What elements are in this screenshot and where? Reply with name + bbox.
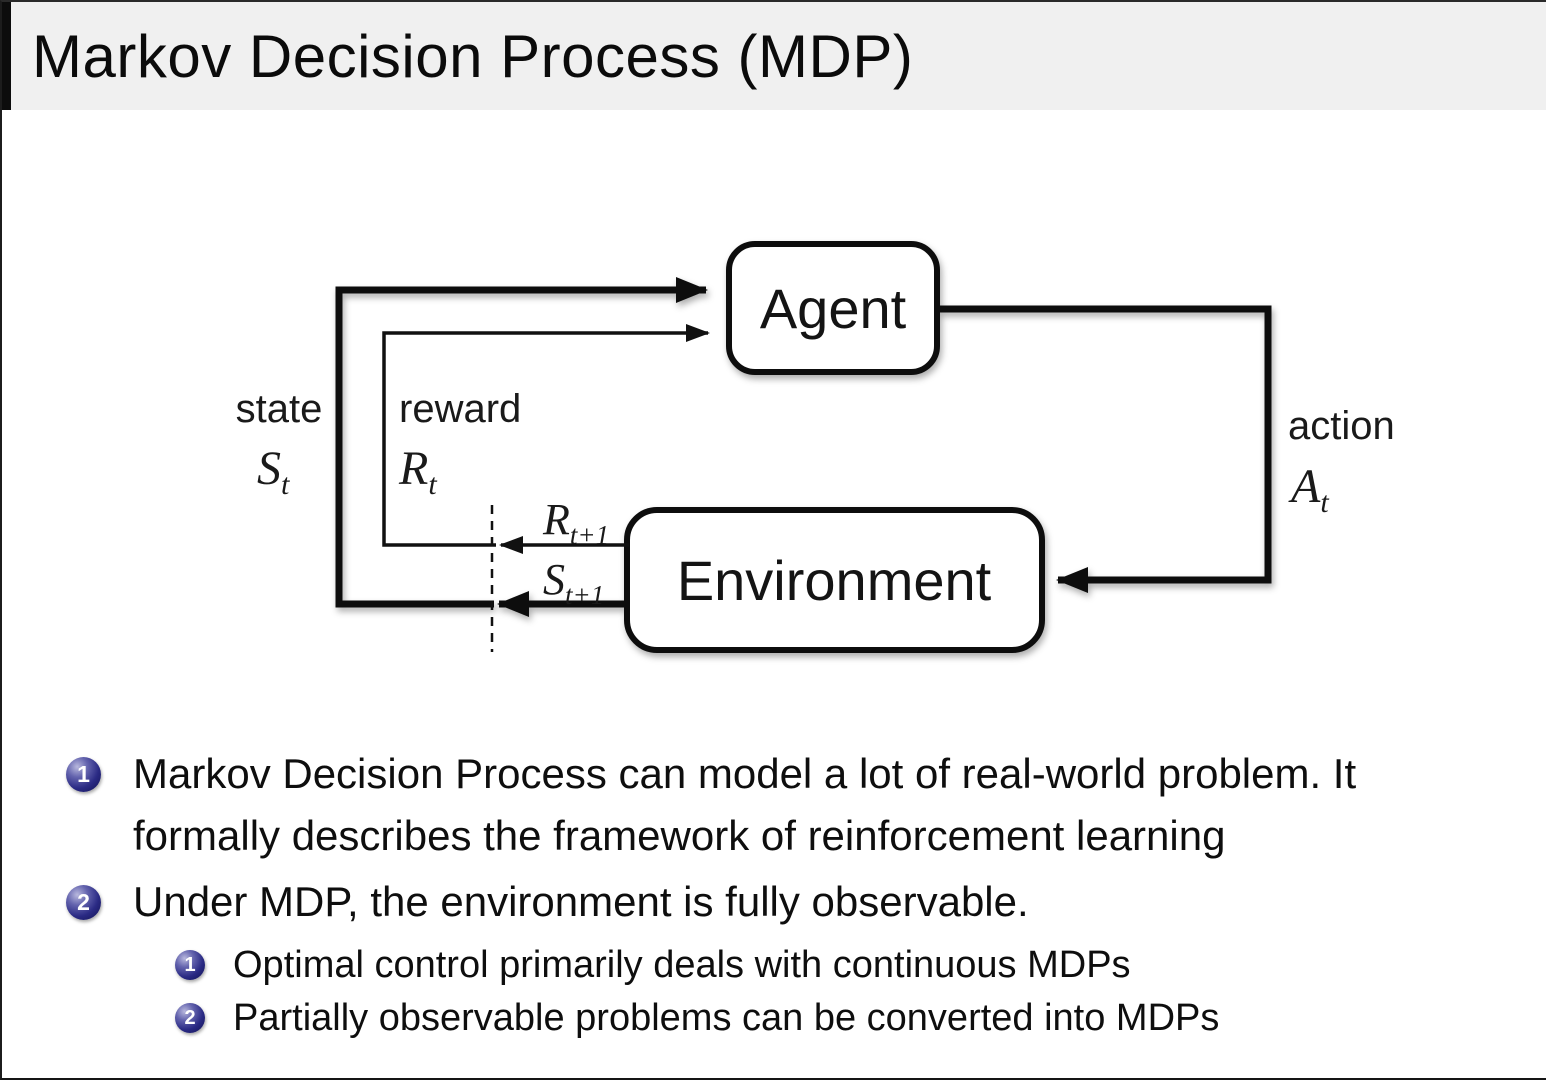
bullet-2-badge: 2 [66, 885, 101, 920]
next-state-symbol: St+1 [543, 555, 604, 610]
reward-label: reward [399, 387, 521, 431]
bullet-1-badge: 1 [66, 757, 101, 792]
action-symbol: At [1288, 460, 1329, 519]
sub-bullet-1-text: Optimal control primarily deals with con… [233, 944, 1131, 986]
slide-title: Markov Decision Process (MDP) [32, 22, 914, 90]
action-label: action [1288, 404, 1395, 448]
bullet-1-text: Markov Decision Process can model a lot … [133, 750, 1357, 859]
bullet-1: 1 Markov Decision Process can model a lo… [66, 743, 1505, 867]
state-symbol: St [257, 442, 290, 501]
sub-bullet-1: 1 Optimal control primarily deals with c… [175, 939, 1131, 992]
agent-label: Agent [760, 277, 907, 340]
bullet-2-text: Under MDP, the environment is fully obse… [133, 878, 1029, 925]
reward-symbol: Rt [398, 442, 437, 501]
environment-label: Environment [677, 549, 992, 612]
sub-bullet-2-text: Partially observable problems can be con… [233, 997, 1220, 1039]
sub-bullet-2-badge: 2 [175, 1003, 205, 1033]
bullet-2: 2 Under MDP, the environment is fully ob… [66, 871, 1029, 933]
next-reward-symbol: Rt+1 [542, 495, 609, 550]
title-accent-bar [2, 2, 11, 110]
sub-bullet-1-badge: 1 [175, 950, 205, 980]
agent-box [726, 241, 940, 375]
action-loop-line [937, 305, 1272, 593]
sub-bullet-2: 2 Partially observable problems can be c… [175, 992, 1219, 1045]
environment-box [624, 507, 1045, 653]
reward-loop-line [382, 324, 710, 547]
title-bar: Markov Decision Process (MDP) [2, 2, 1546, 110]
state-loop-line [335, 277, 708, 608]
state-label: state [236, 387, 323, 431]
